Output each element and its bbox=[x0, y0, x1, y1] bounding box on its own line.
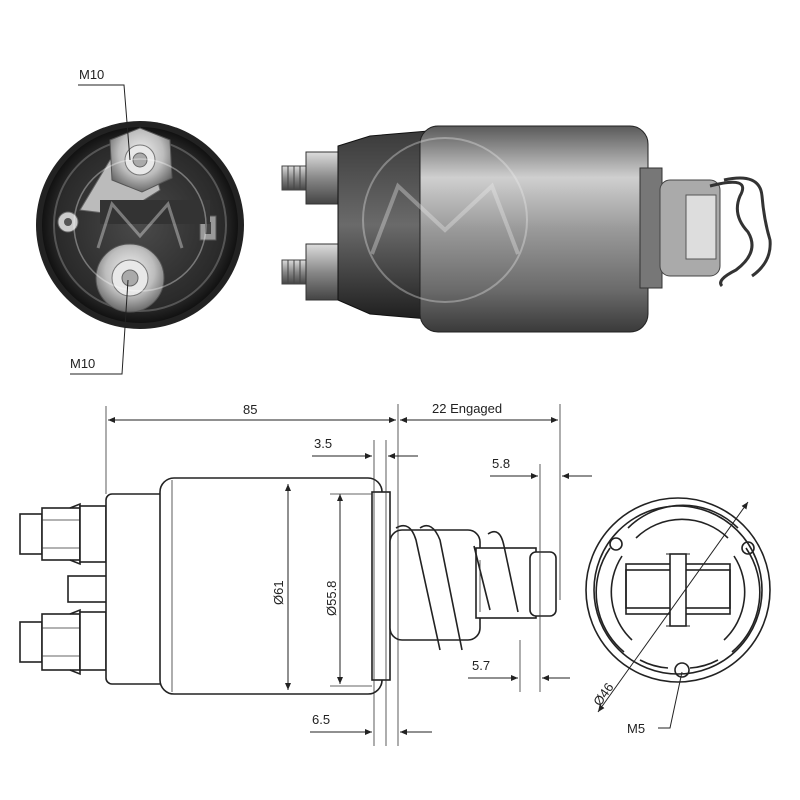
dia-55-8: Ø55.8 bbox=[324, 581, 339, 616]
watermark-logo bbox=[73, 158, 207, 292]
label-m10-bottom: M10 bbox=[70, 356, 95, 371]
upper-terminal-nut-photo bbox=[109, 127, 173, 193]
drawing-upper-stud bbox=[19, 502, 81, 566]
thread-m5: M5 bbox=[627, 721, 645, 736]
dim-6-5: 6.5 bbox=[312, 712, 330, 727]
dia-46: Ø46 bbox=[590, 680, 616, 709]
photo-end-view: M10 M10 bbox=[36, 67, 244, 375]
lower-terminal-nut-photo bbox=[95, 243, 165, 313]
dim-22-engaged: 22 Engaged bbox=[432, 401, 502, 416]
drawing-lower-stud bbox=[19, 608, 81, 676]
dim-5-8: 5.8 bbox=[492, 456, 510, 471]
drawing-side-view: 85 22 Engaged 3.5 5.8 5.7 6.5 Ø61 Ø55.8 bbox=[19, 401, 592, 746]
label-m10-top: M10 bbox=[79, 67, 104, 82]
dim-85: 85 bbox=[243, 402, 257, 417]
drawing-end-view: Ø46 M5 bbox=[585, 497, 771, 736]
photo-side-view bbox=[281, 125, 772, 333]
dim-5-7: 5.7 bbox=[472, 658, 490, 673]
dim-3-5: 3.5 bbox=[314, 436, 332, 451]
dimension-lines bbox=[105, 404, 592, 746]
dia-61: Ø61 bbox=[271, 580, 286, 605]
